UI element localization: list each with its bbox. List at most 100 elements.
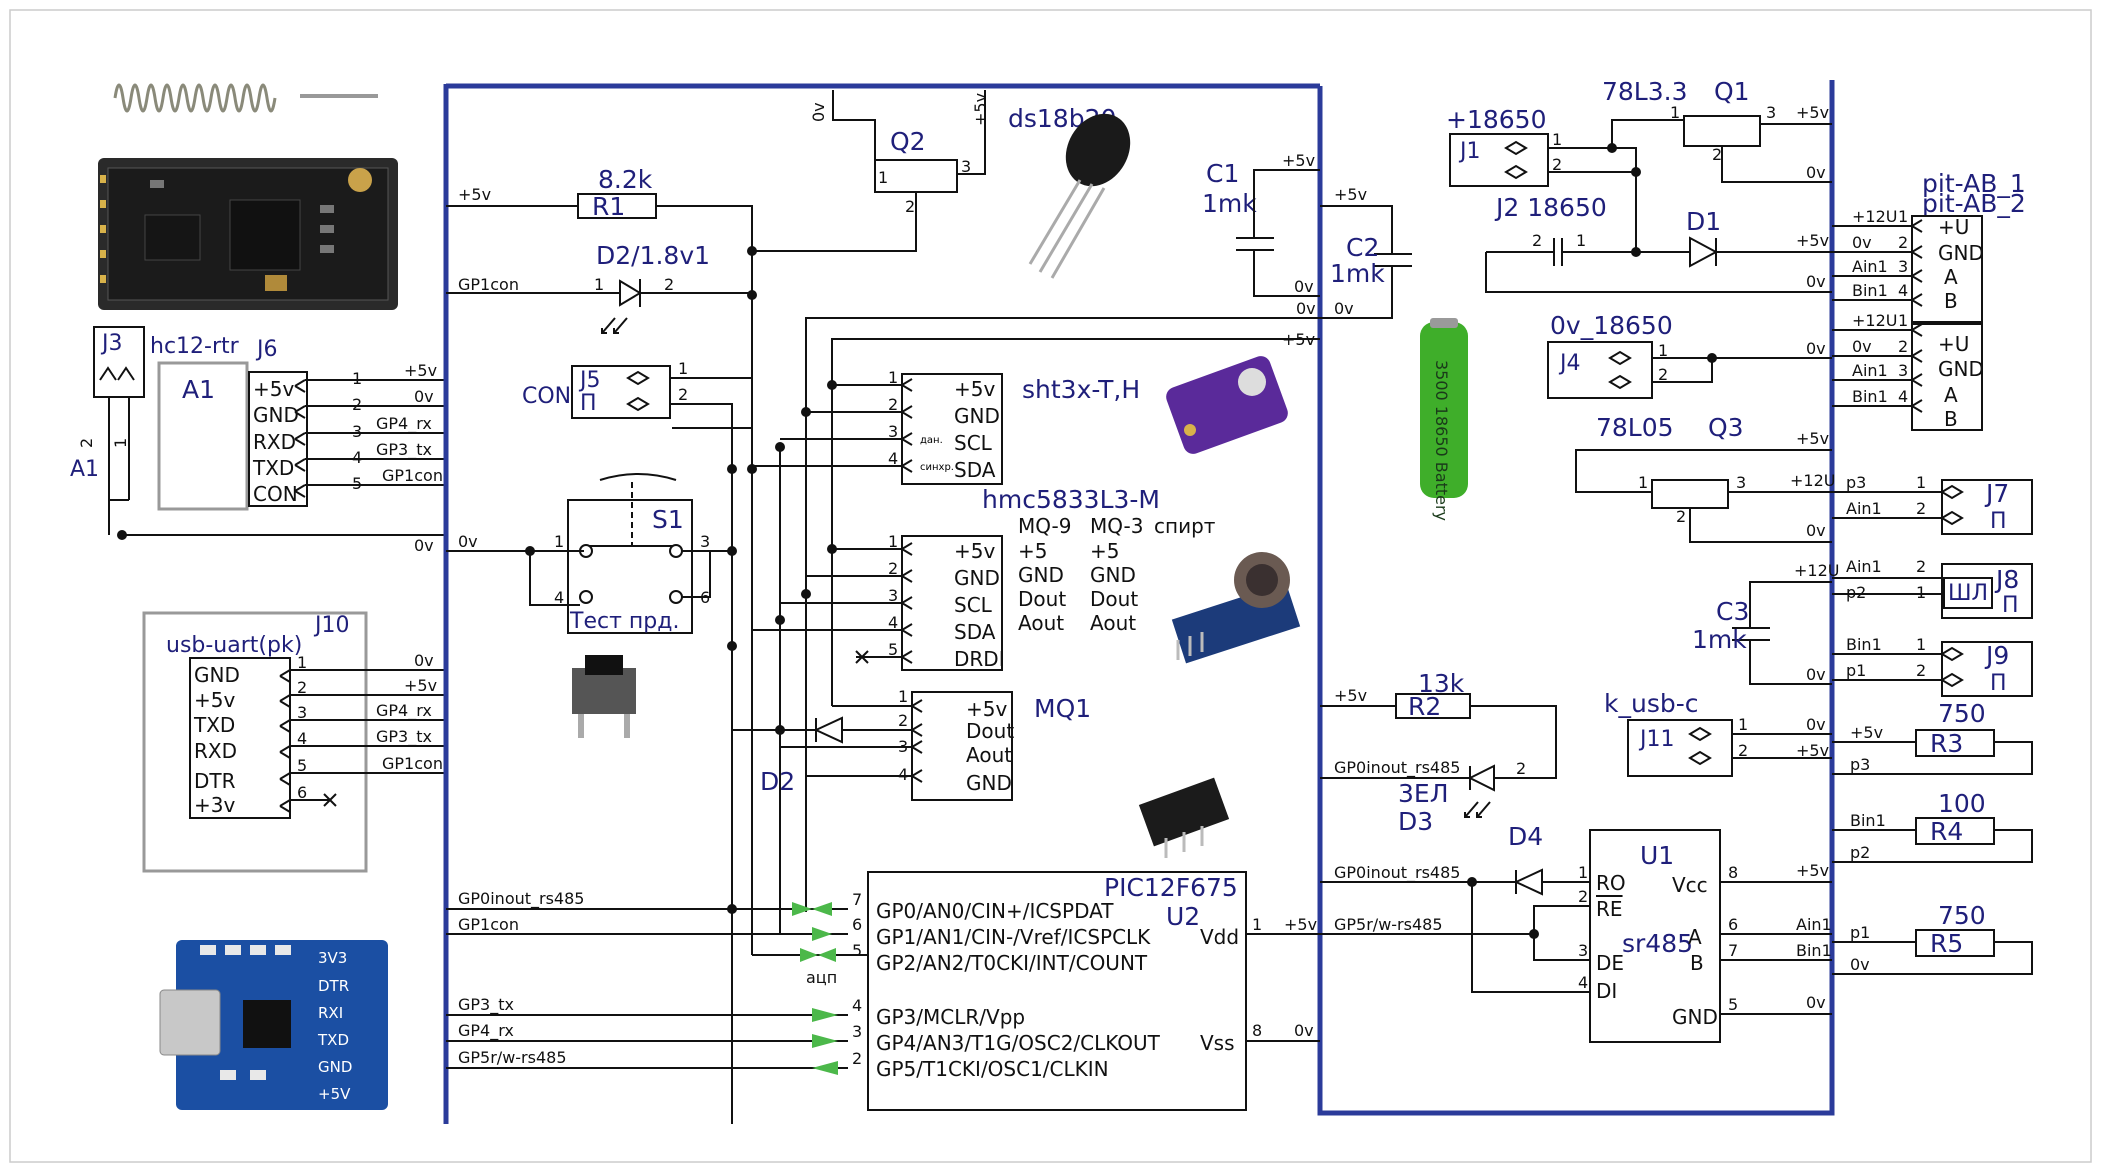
r4-value: 100 [1938,789,1986,818]
regulator-q2: 0v +5v Q2 1 3 2 [752,90,990,252]
j11-title: k_usb-c [1604,689,1698,718]
j4-title: 0v_18650 [1550,311,1673,340]
mq1-pin-dout: Dout [966,719,1014,743]
q1-ref: Q1 [1714,77,1750,106]
u1-gnd: GND [1672,1005,1718,1029]
net-gp4-left: GP4_rx [458,1021,514,1041]
capacitor-c3: +12U C3 1mk 0v [1692,561,1839,685]
pic-num5: 5 [852,941,862,960]
c2-ref: C2 [1346,233,1379,262]
d3-ref: D3 [1398,807,1433,836]
pit-b-n4: 4 [1898,387,1908,406]
mq1-num2: 2 [898,711,908,730]
d2-pin1: 1 [594,275,604,294]
pic-pin4: GP3/MCLR/Vpp [876,1005,1025,1029]
j1-p1: 1 [1552,130,1562,149]
usb-num1: 1 [297,653,307,672]
q1-p3: 3 [1766,103,1776,122]
j9-net2: p1 [1846,661,1866,680]
r5-ref: R5 [1930,929,1963,958]
r3-n1: +5v [1850,723,1883,742]
q2-p3: 3 [961,157,971,176]
tactile-button-photo [572,655,636,738]
usb-uart-board-photo: 3V3 DTR RXI TXD GND +5V [159,940,388,1110]
hc12-pin-txd: TXD [252,456,294,480]
net-gp1con-left: GP1con [458,275,519,294]
usb-net1: 0v [414,651,434,670]
j1-title: +18650 [1446,105,1546,134]
pit-a-n3: 3 [1898,257,1908,276]
pit-b-p3: A [1944,383,1958,407]
u1-vcc: Vcc [1672,873,1708,897]
q3-title: 78L05 [1596,413,1674,442]
mq-r1c1: +5 [1018,539,1047,563]
usb-uart-txd: TXD [193,713,235,737]
q3-out: +12U [1790,471,1835,490]
pit-a-net1: +12U [1852,207,1897,226]
c1-ref: C1 [1206,159,1239,188]
resistor-r3: 750 R3 +5v p3 [1832,699,2033,775]
hc12-num5: 5 [352,474,362,493]
hc12-pin-gnd: GND [253,403,299,427]
q1-p2: 2 [1712,145,1722,164]
u1-n1: 1 [1578,863,1588,882]
sht-num3: 3 [888,422,898,441]
usb-uart-5v: +5v [194,688,235,712]
usb-pin-rxi: RXI [318,1004,343,1022]
j4-p2: 2 [1658,365,1668,384]
pit-a-p4: B [1944,289,1958,313]
usb-uart-3v: +3v [194,793,235,817]
sht-mini2: синхр. [920,462,954,473]
j11-n2: 2 [1738,741,1748,760]
usb-pin-gnd: GND [318,1058,352,1076]
pic-pin6: GP1/AN1/CIN-/Vref/ICSPCLK [876,925,1151,949]
mq-h1: MQ-9 [1018,514,1072,538]
pic-vdd-num: 1 [1252,915,1262,934]
antenna-name: A1 [70,457,99,482]
pic-vss-net: 0v [1294,1021,1314,1040]
r1-value: 8.2k [598,165,653,194]
mid-bus [1317,80,1835,1116]
switch-s1: S1 Тест прд. 1 3 4 6 [525,473,737,634]
j7-label: П [1990,509,2007,534]
mq-r1c2: +5 [1090,539,1119,563]
j9-label: П [1990,671,2007,696]
hc12-net4: GP3_tx [376,440,432,460]
usb-uart-title: usb-uart(pk) [166,633,302,658]
resistor-r5: 750 R5 p1 0v [1832,901,2033,975]
pic-pin3: GP4/AN3/T1G/OSC2/CLKOUT [876,1031,1161,1055]
hc12-pin-con: CON [253,482,298,506]
q3-plus: +5v [1796,429,1829,448]
j3-pin1: 1 [111,438,130,448]
j4-net: 0v [1806,339,1826,358]
d1-zero: 0v [1806,272,1826,291]
r4-n1: Bin1 [1850,811,1886,830]
r4-ref: R4 [1930,817,1963,846]
s1-ref: S1 [652,505,684,534]
j2-p1: 2 [1532,231,1542,250]
j8-net2: p2 [1846,583,1866,602]
capacitor-c2: +5v 0v C2 1mk [1320,185,1412,319]
pit-title-1: pit-AB_1 [1922,169,2026,198]
antenna-net-0v: 0v [414,536,434,555]
c1-plus: +5v [1282,151,1315,170]
usb-net3: GP4_rx [376,701,432,721]
r1-ref: R1 [592,192,625,221]
pic-num7: 7 [852,890,862,909]
c3-ref: C3 [1716,597,1749,626]
q2-p2: 2 [905,197,915,216]
j10-ref: J10 [313,613,349,638]
pit-b-p2: GND [1938,357,1984,381]
pic-pin2: GP5/T1CKI/OSC1/CLKIN [876,1057,1109,1081]
pit-b-net3: Ain1 [1852,361,1888,380]
sht-num1: 1 [888,368,898,387]
u1-name: sr485 [1622,929,1693,958]
c2-plus: +5v [1334,185,1367,204]
j5-p1: 1 [678,359,688,378]
sht-pin-gnd: GND [954,404,1000,428]
pic-ref: U2 [1166,902,1200,931]
connector-j8: Ain1 p2 2 1 ШЛ J8 П [1832,557,2033,619]
q1-zero: 0v [1806,163,1826,182]
pit-ab-connectors: pit-AB_1 pit-AB_2 +12U 0v Ain1 Bin1 +12U… [1832,169,2026,431]
